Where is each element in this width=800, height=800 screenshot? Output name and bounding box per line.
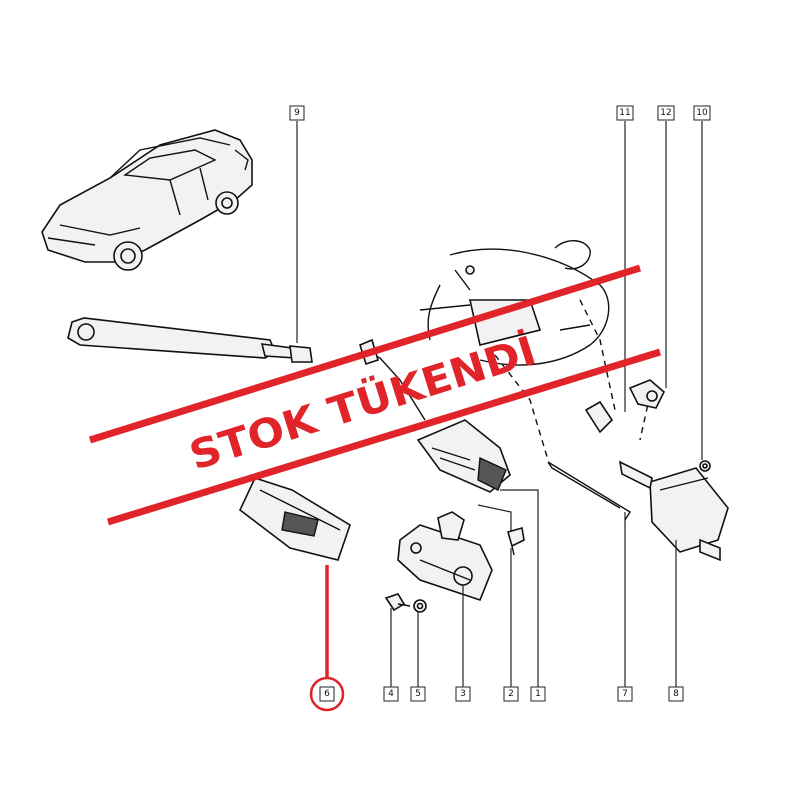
svg-text:1: 1: [535, 689, 541, 699]
svg-text:5: 5: [415, 689, 421, 699]
bolt: [384, 593, 411, 612]
label-1: 1: [530, 686, 546, 702]
label-7: 7: [617, 686, 633, 702]
ring-clip: [699, 460, 711, 472]
svg-text:4: 4: [388, 689, 394, 699]
car-illustration: [41, 129, 253, 271]
svg-text:9: 9: [294, 108, 300, 118]
svg-text:3: 3: [460, 689, 466, 699]
svg-text:6: 6: [324, 689, 330, 699]
svg-text:10: 10: [696, 108, 708, 118]
handle-cover: [239, 477, 351, 561]
label-10: 10: [693, 105, 711, 121]
trunk-lid-assembly: [419, 240, 610, 366]
grommet: [628, 379, 665, 409]
label-6: 6: [319, 686, 335, 702]
nut: [413, 599, 427, 613]
svg-text:11: 11: [619, 108, 630, 118]
label-5: 5: [410, 686, 426, 702]
label-2: 2: [503, 686, 519, 702]
label-11: 11: [616, 105, 634, 121]
actuator-motor: [618, 460, 729, 562]
leader-lines: [296, 121, 703, 687]
svg-text:8: 8: [673, 689, 679, 699]
label-3: 3: [455, 686, 471, 702]
label-9: 9: [289, 105, 305, 121]
gas-strut: [67, 317, 313, 363]
latch: [397, 511, 493, 601]
label-8: 8: [668, 686, 684, 702]
linkage-rod: [494, 299, 651, 521]
svg-text:7: 7: [622, 689, 628, 699]
svg-text:12: 12: [660, 108, 671, 118]
label-4: 4: [383, 686, 399, 702]
label-12: 12: [657, 105, 675, 121]
svg-text:2: 2: [508, 689, 514, 699]
screw: [507, 526, 525, 556]
clip: [584, 400, 614, 434]
out-of-stock-stamp: STOK TÜKENDİ: [88, 264, 662, 526]
part-6-highlight: [309, 565, 345, 712]
